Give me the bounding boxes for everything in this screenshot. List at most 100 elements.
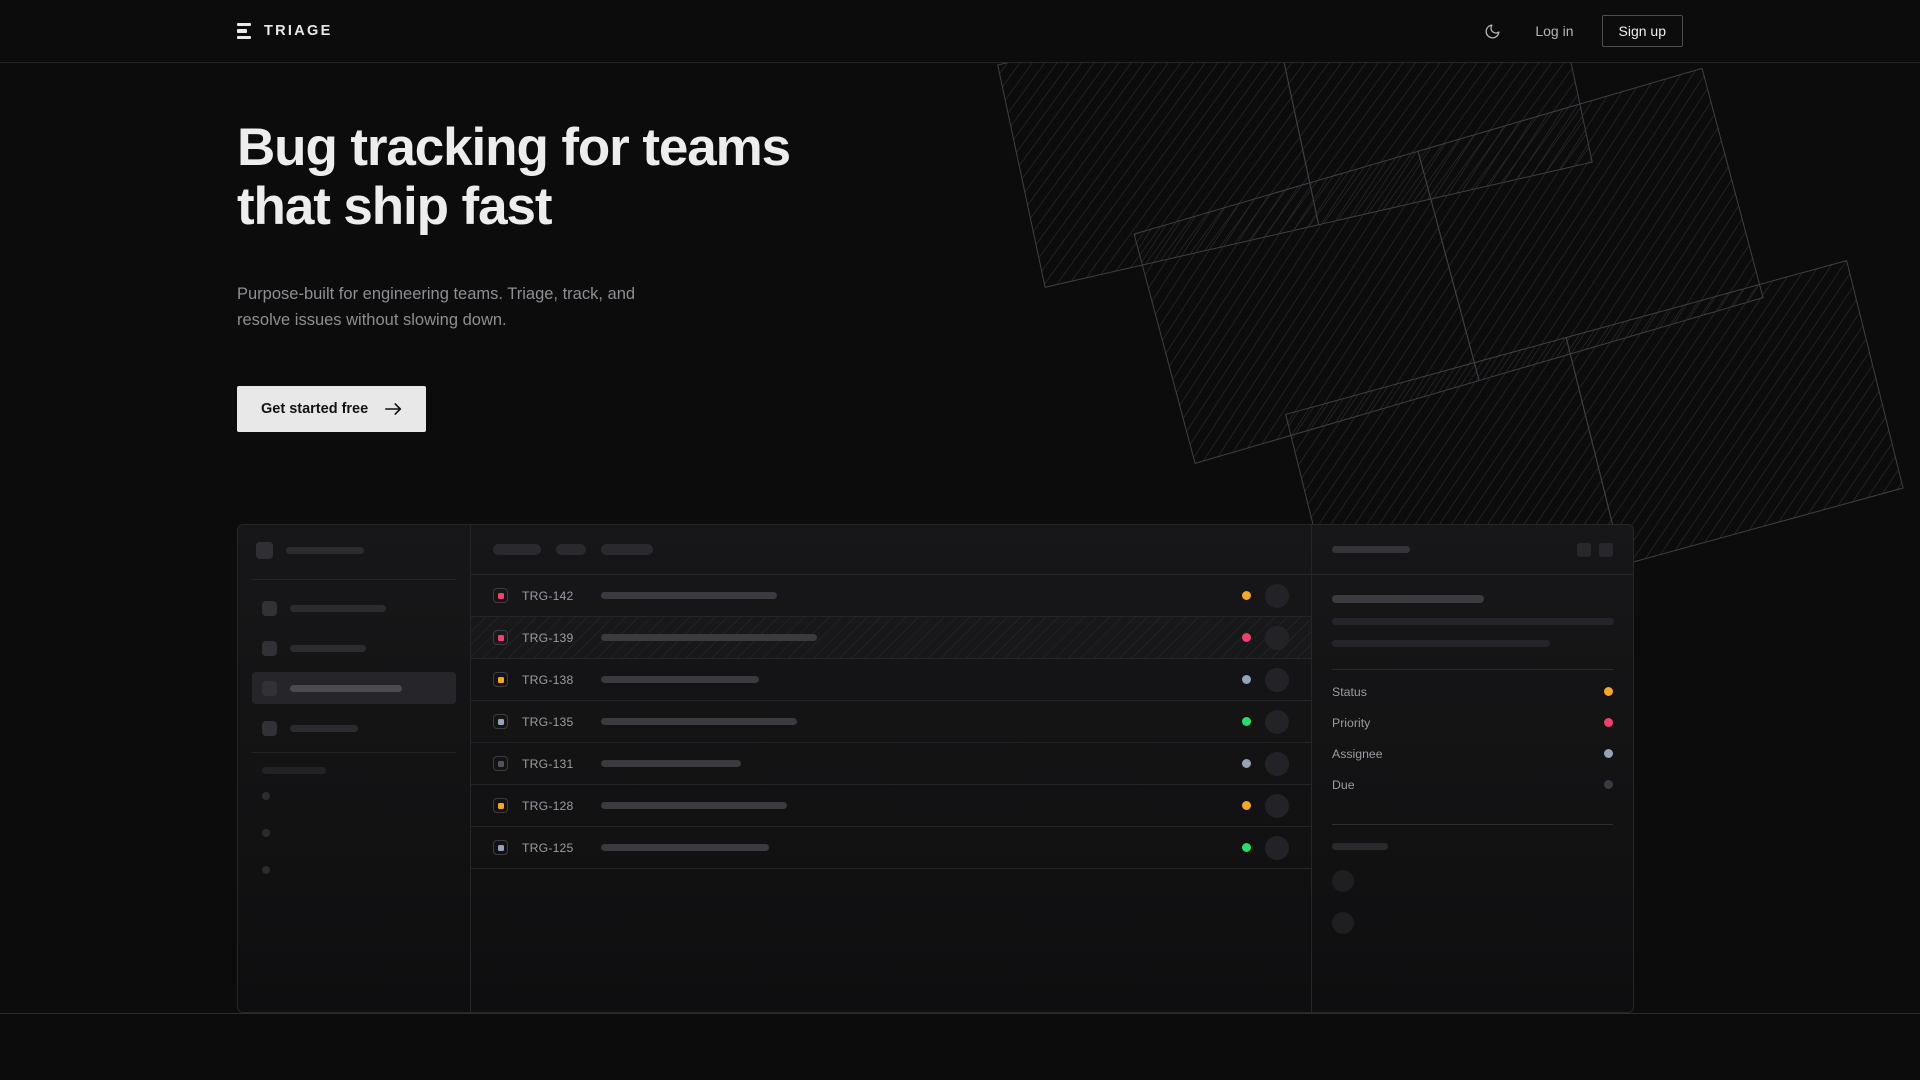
avatar — [1265, 625, 1289, 650]
detail-issue-title-skeleton — [1332, 595, 1484, 603]
mock-sidebar — [238, 525, 471, 1012]
table-row[interactable]: TRG-128 — [471, 785, 1311, 827]
filter-pill-2[interactable] — [601, 544, 653, 555]
meta-row-assignee[interactable]: Assignee — [1332, 738, 1613, 769]
sidebar-item-1[interactable] — [252, 632, 456, 664]
status-dot — [1242, 591, 1251, 600]
priority-badge-icon — [493, 714, 508, 729]
sidebar-sub-item-2[interactable] — [262, 866, 270, 874]
avatar — [1265, 709, 1289, 734]
issue-title-skeleton — [601, 844, 769, 851]
meta-row-status[interactable]: Status — [1332, 676, 1613, 707]
table-row[interactable]: TRG-125 — [471, 827, 1311, 869]
avatar — [1265, 751, 1289, 776]
table-row[interactable]: TRG-131 — [471, 743, 1311, 785]
sidebar-sub-item-1[interactable] — [262, 829, 270, 837]
site-header: TRIAGE Log in Sign up — [0, 0, 1920, 63]
issue-title-skeleton — [601, 760, 741, 767]
sidebar-item-label-skeleton — [290, 604, 386, 612]
meta-row-due[interactable]: Due — [1332, 769, 1613, 800]
meta-row-priority[interactable]: Priority — [1332, 707, 1613, 738]
sidebar-sub-item-0[interactable] — [262, 792, 270, 800]
detail-action-button-1[interactable] — [1599, 542, 1613, 557]
meta-value-dot — [1604, 718, 1613, 727]
filter-pill-1[interactable] — [556, 544, 586, 555]
sidebar-item-icon — [262, 680, 277, 696]
section-divider — [0, 1013, 1920, 1014]
table-row[interactable]: TRG-138 — [471, 659, 1311, 701]
detail-action-button-0[interactable] — [1577, 542, 1591, 557]
signup-button[interactable]: Sign up — [1601, 15, 1683, 47]
meta-value-dot — [1604, 687, 1613, 696]
activity-label-skeleton — [1332, 843, 1388, 850]
activity-avatars — [1332, 870, 1613, 934]
filter-pill-0[interactable] — [493, 544, 541, 555]
detail-line-1 — [1332, 640, 1550, 647]
sidebar-item-label-skeleton — [290, 724, 358, 732]
issue-id: TRG-128 — [522, 798, 574, 813]
workspace-label-skeleton — [286, 546, 364, 554]
priority-badge-icon — [493, 756, 508, 771]
moon-icon[interactable] — [1477, 16, 1507, 46]
detail-title-skeleton — [1332, 546, 1410, 553]
get-started-button[interactable]: Get started free — [237, 386, 427, 433]
meta-label: Status — [1332, 684, 1367, 699]
sidebar-item-icon — [262, 720, 277, 736]
avatar — [1265, 583, 1289, 608]
sidebar-item-icon — [262, 600, 277, 616]
hero-heading: Bug tracking for teams that ship fast — [237, 118, 791, 237]
issue-id: TRG-135 — [522, 714, 574, 729]
status-dot — [1242, 717, 1251, 726]
meta-value-dot — [1604, 749, 1613, 758]
priority-badge-icon — [493, 588, 508, 603]
avatar — [1265, 667, 1289, 692]
avatar — [1265, 835, 1289, 860]
activity-avatar-0 — [1332, 870, 1354, 892]
issue-title-skeleton — [601, 718, 797, 725]
sidebar-item-3[interactable] — [252, 712, 456, 744]
table-row[interactable]: TRG-135 — [471, 701, 1311, 743]
issue-id: TRG-139 — [522, 630, 574, 645]
header-actions: Log in Sign up — [1477, 15, 1683, 47]
detail-divider-2 — [1332, 824, 1613, 825]
meta-label: Assignee — [1332, 746, 1383, 761]
brand-name: TRIAGE — [264, 23, 333, 39]
issue-title-skeleton — [601, 592, 777, 599]
table-row[interactable]: TRG-142 — [471, 575, 1311, 617]
meta-value-dot — [1604, 780, 1613, 789]
get-started-label: Get started free — [261, 401, 369, 418]
sidebar-item-label-skeleton — [290, 684, 402, 692]
detail-divider — [1332, 669, 1613, 670]
status-dot — [1242, 675, 1251, 684]
sidebar-item-2[interactable] — [252, 672, 456, 704]
priority-badge-icon — [493, 798, 508, 813]
detail-header — [1312, 525, 1633, 575]
sidebar-item-0[interactable] — [252, 592, 456, 624]
priority-badge-icon — [493, 840, 508, 855]
sidebar-sub-items — [238, 774, 470, 874]
detail-header-buttons[interactable] — [1577, 542, 1613, 557]
sidebar-divider-2 — [252, 752, 456, 753]
workspace-switcher[interactable] — [238, 525, 470, 575]
detail-activity — [1312, 825, 1633, 934]
detail-line-0 — [1332, 618, 1614, 625]
issue-id: TRG-131 — [522, 756, 574, 771]
detail-description-skeleton — [1332, 618, 1614, 647]
table-row[interactable]: TRG-139 — [471, 617, 1311, 659]
arrow-right-icon — [385, 402, 402, 416]
hero-section: Bug tracking for teams that ship fast Pu… — [237, 118, 791, 433]
list-toolbar — [471, 525, 1311, 575]
workspace-avatar — [256, 541, 273, 559]
brand-logo[interactable]: TRIAGE — [237, 23, 333, 39]
login-link[interactable]: Log in — [1535, 23, 1574, 39]
issue-title-skeleton — [601, 634, 817, 641]
status-dot — [1242, 801, 1251, 810]
stacked-bars-logo-icon — [237, 23, 251, 39]
issue-id: TRG-142 — [522, 588, 574, 603]
